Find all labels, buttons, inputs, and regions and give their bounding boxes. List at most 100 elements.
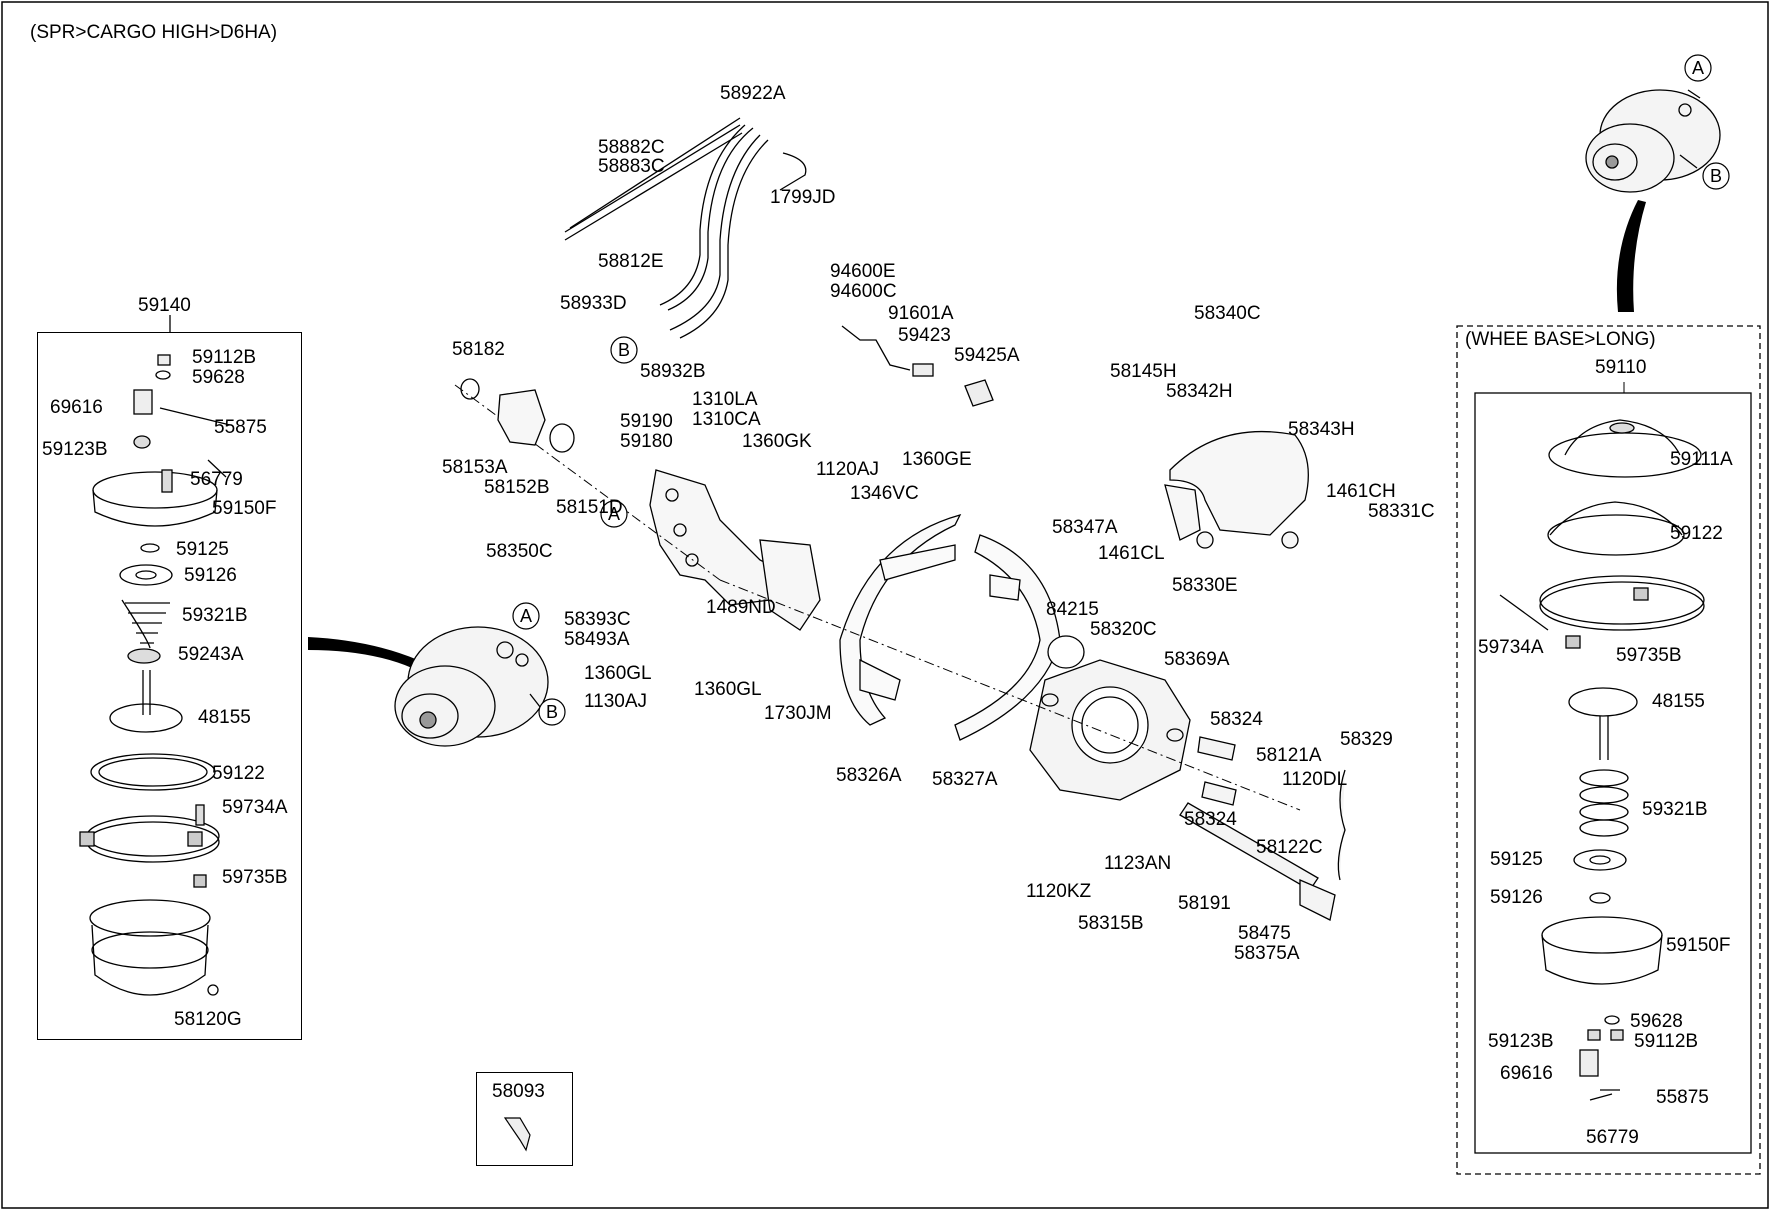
camshaft-58475: [1179, 736, 1346, 921]
right-chamber-assembly: [1499, 419, 1705, 1101]
part-label: 1461CL: [1098, 543, 1165, 564]
bracket-58093: [503, 1117, 531, 1152]
part-label: 1730JM: [764, 703, 832, 724]
plug-84215: [1047, 635, 1085, 669]
bracket-59190: [649, 469, 821, 631]
part-label: 59126: [184, 565, 237, 586]
part-label: 1310CA: [692, 409, 761, 430]
brake-chamber-left: [394, 626, 549, 747]
part-label: 58151D: [556, 497, 623, 518]
part-label: 59735B: [222, 867, 288, 888]
part-label: 59123B: [42, 439, 108, 460]
part-label: 59122: [1670, 523, 1723, 544]
part-label: 1360GL: [584, 663, 652, 684]
part-label: 59628: [1630, 1011, 1683, 1032]
part-label: 48155: [198, 707, 251, 728]
part-58093-box: [476, 1072, 573, 1166]
brake-chamber-top-right: [1585, 89, 1721, 193]
part-label: 58343H: [1288, 419, 1355, 440]
part-label: 58347A: [1052, 517, 1118, 538]
part-label: 1360GE: [902, 449, 972, 470]
left-box-title: 59140: [138, 295, 191, 316]
pointer-arrow-right: [1616, 200, 1646, 312]
brake-lines: [564, 117, 807, 339]
part-label: 58932B: [640, 361, 706, 382]
part-label: 58812E: [598, 251, 664, 272]
part-label: 91601A: [888, 303, 954, 324]
callout-a-top: A: [1692, 58, 1704, 78]
part-label: 59112B: [1634, 1031, 1699, 1052]
part-label: 58324: [1184, 809, 1237, 830]
part-label: 59126: [1490, 887, 1543, 908]
part-label: 55875: [214, 417, 267, 438]
part-label: 58191: [1178, 893, 1231, 914]
part-label: 58342H: [1166, 381, 1233, 402]
part-label: 1130AJ: [584, 691, 648, 712]
part-label: 58331C: [1368, 501, 1435, 522]
part-label: 59734A: [1478, 637, 1544, 658]
part-label: 58475: [1238, 923, 1291, 944]
right-box-title: 59110: [1595, 357, 1647, 378]
callout-circles: [512, 54, 1730, 726]
part-label: 59125: [1490, 849, 1543, 870]
part-label: 58121A: [1256, 745, 1322, 766]
part-label: 1489ND: [706, 597, 776, 618]
part-label: 59243A: [178, 644, 244, 665]
part-label: 58153A: [442, 457, 508, 478]
part-label: 58152B: [484, 477, 550, 498]
part-label: 1120AJ: [816, 459, 880, 480]
part-label: 1360GL: [694, 679, 762, 700]
part-label: 1461CH: [1326, 481, 1396, 502]
part-label: 94600C: [830, 281, 897, 302]
part-label: 1360GK: [742, 431, 812, 452]
part-label: 59123B: [1488, 1031, 1554, 1052]
part-label: 58933D: [560, 293, 627, 314]
part-label: 1120KZ: [1026, 881, 1092, 902]
chamber-parts-58182: [460, 378, 575, 453]
part-label: 58340C: [1194, 303, 1261, 324]
part-label: 59180: [620, 431, 673, 452]
pointer-arrow-left: [308, 637, 418, 668]
part-label: 58922A: [720, 83, 786, 104]
shoe-58340C: [1164, 430, 1309, 549]
callout-a-chamber: A: [520, 606, 532, 626]
part-label: 58393C: [564, 609, 631, 630]
page-title: (SPR>CARGO HIGH>D6HA): [30, 22, 278, 43]
part-label: 1123AN: [1104, 853, 1172, 874]
hose-assembly: [841, 325, 994, 407]
part-label: 59111A: [1670, 449, 1733, 470]
part-label: 58324: [1210, 709, 1263, 730]
part-label: 58493A: [564, 629, 630, 650]
part-label: 69616: [1500, 1063, 1553, 1084]
part-label: 84215: [1046, 599, 1099, 620]
part-label: 59321B: [182, 605, 248, 626]
part-label: 59735B: [1616, 645, 1682, 666]
callout-letters: A B B A A B: [520, 58, 1722, 722]
part-label: 59628: [192, 367, 245, 388]
callout-b-top: B: [1710, 166, 1722, 186]
part-label: 59425A: [954, 345, 1020, 366]
dust-shield-58326A: [839, 513, 962, 726]
part-label: 56779: [1586, 1127, 1639, 1148]
part-label: 58145H: [1110, 361, 1177, 382]
right-box-caption: (WHEE BASE>LONG): [1465, 329, 1656, 350]
callout-a-bracket: A: [608, 504, 620, 524]
part-label: 58182: [452, 339, 505, 360]
part-label: 59423: [898, 325, 951, 346]
callout-b-lines: B: [618, 340, 630, 360]
left-parts-box: [37, 332, 302, 1040]
part-label: 58327A: [932, 769, 998, 790]
part-label: 58330E: [1172, 575, 1238, 596]
part-label: 59734A: [222, 797, 288, 818]
part-label: 59190: [620, 411, 673, 432]
part-label: 94600E: [830, 261, 896, 282]
small-box-title: 58093: [492, 1081, 545, 1102]
part-label: 59122: [212, 763, 265, 784]
part-label: 48155: [1652, 691, 1705, 712]
part-label: 58882C: [598, 137, 665, 158]
part-label: 1799JD: [770, 187, 836, 208]
callout-b-chamber: B: [546, 702, 558, 722]
part-label: 58326A: [836, 765, 902, 786]
part-label: 59112B: [192, 347, 257, 368]
part-label: 58883C: [598, 156, 665, 177]
